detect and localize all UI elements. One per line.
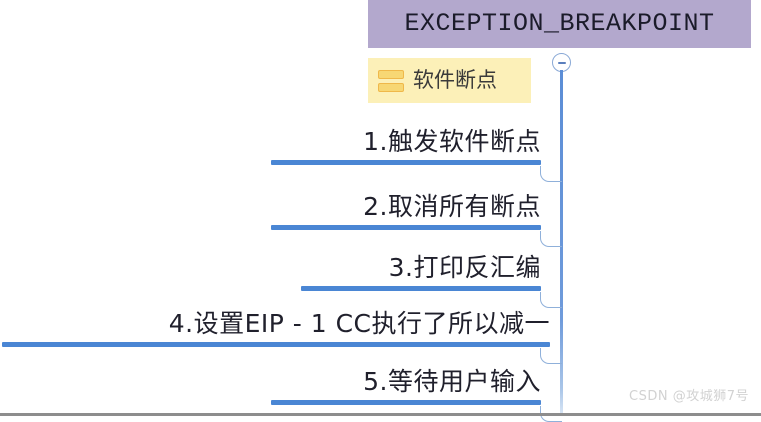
- leaf-item-1-underline: [271, 159, 541, 165]
- connector-trunk: [560, 70, 563, 416]
- root-node[interactable]: EXCEPTION_BREAKPOINT: [368, 0, 751, 48]
- leaf-item-1[interactable]: 1.触发软件断点: [271, 127, 541, 165]
- connector-branch-3: [540, 292, 562, 308]
- leaf-item-4-label: 4.设置EIP - 1 CC执行了所以减一: [168, 309, 550, 338]
- page-bottom-edge: [0, 413, 761, 416]
- leaf-item-5[interactable]: 5.等待用户输入: [271, 367, 541, 405]
- leaf-item-5-label: 5.等待用户输入: [363, 367, 541, 396]
- leaf-item-3[interactable]: 3.打印反汇编: [301, 253, 541, 291]
- leaf-item-1-label: 1.触发软件断点: [363, 127, 541, 156]
- root-node-label: EXCEPTION_BREAKPOINT: [404, 8, 715, 38]
- leaf-item-2-label: 2.取消所有断点: [363, 192, 541, 221]
- connector-branch-2: [540, 231, 562, 247]
- topic-node-software-breakpoint[interactable]: 软件断点: [368, 58, 531, 103]
- connector-branch-1: [540, 166, 562, 182]
- stacked-bars-icon: [378, 69, 404, 92]
- leaf-item-3-underline: [301, 285, 541, 291]
- topic-node-label: 软件断点: [413, 68, 497, 92]
- leaf-item-3-label: 3.打印反汇编: [388, 253, 541, 282]
- minus-icon: [557, 61, 566, 64]
- leaf-item-4[interactable]: 4.设置EIP - 1 CC执行了所以减一: [2, 309, 550, 347]
- leaf-item-2-underline: [271, 224, 541, 230]
- watermark: CSDN @攻城狮7号: [629, 389, 749, 404]
- leaf-item-2[interactable]: 2.取消所有断点: [271, 192, 541, 230]
- connector-branch-4: [540, 348, 562, 364]
- leaf-item-5-underline: [271, 399, 541, 405]
- leaf-item-4-underline: [2, 341, 550, 347]
